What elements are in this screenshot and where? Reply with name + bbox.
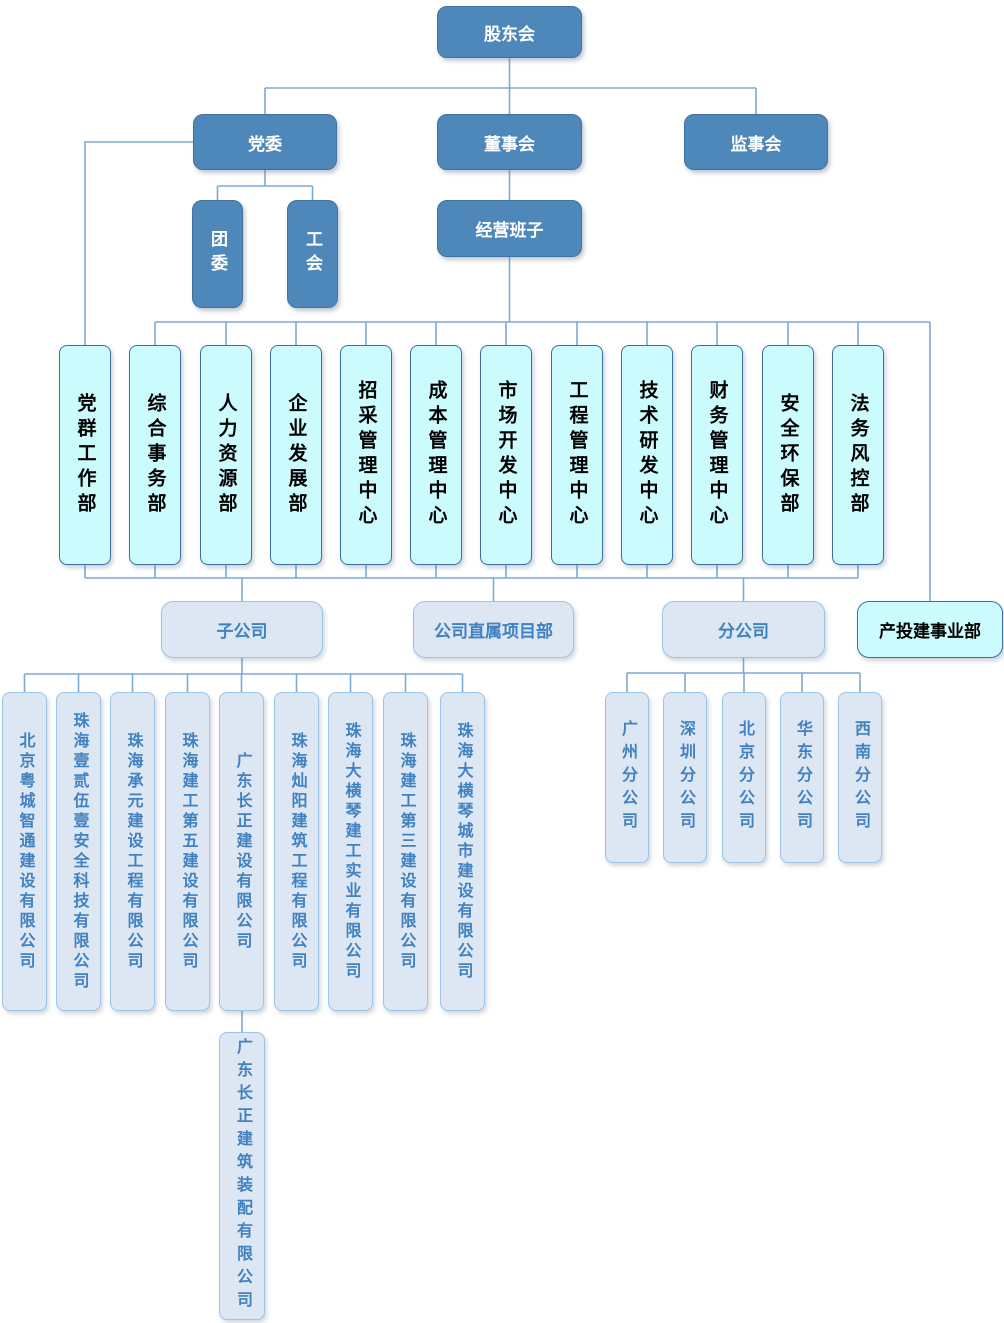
node-dept-market-development-center: 市场开发中心 <box>480 345 532 565</box>
node-party-committee-label: 党委 <box>248 134 282 154</box>
branch-label: 深圳分公司 <box>677 720 694 835</box>
node-labor-union: 工会 <box>287 200 338 308</box>
connector-branches-bus <box>627 658 860 674</box>
node-supervisory-board: 监事会 <box>684 114 828 170</box>
node-dept-enterprise-development: 企业发展部 <box>270 345 322 565</box>
node-supervisory-board-label: 监事会 <box>730 134 782 154</box>
node-sub-subsidiary-changzheng-assembly: 广东长正建筑装配有限公司 <box>219 1032 265 1320</box>
node-dept-safety-environment: 安全环保部 <box>762 345 814 565</box>
node-branch-guangzhou: 广州分公司 <box>605 692 649 863</box>
branch-label: 西南分公司 <box>852 720 869 835</box>
node-investment-construction-div-label: 产投建事业部 <box>879 622 981 641</box>
dept-label: 安全环保部 <box>777 392 799 518</box>
node-branches-group: 分公司 <box>662 601 825 658</box>
node-branch-huadong: 华东分公司 <box>780 692 824 863</box>
connector-subsidiaries-bus <box>24 658 463 675</box>
subsidiary-label: 珠海大横琴城市建设有限公司 <box>454 721 472 982</box>
node-dept-human-resources: 人力资源部 <box>200 345 252 565</box>
node-dept-legal-risk: 法务风控部 <box>832 345 884 565</box>
dept-label: 财务管理中心 <box>706 380 728 530</box>
dept-label: 招采管理中心 <box>355 380 377 530</box>
node-dept-tech-rd-center: 技术研发中心 <box>621 345 673 565</box>
branch-label: 广州分公司 <box>619 720 636 835</box>
branch-label: 北京分公司 <box>736 720 753 835</box>
connector-subsidiaries-stubs <box>23 674 464 692</box>
node-investment-construction-div: 产投建事业部 <box>857 601 1003 658</box>
node-management-team: 经营班子 <box>437 200 582 257</box>
node-shareholders-label: 股东会 <box>484 24 535 44</box>
dept-label: 工程管理中心 <box>566 380 588 530</box>
connector-party-to-dept1 <box>84 141 193 345</box>
node-direct-project-dept-label: 公司直属项目部 <box>434 622 553 641</box>
connector-branches-stubs <box>626 673 861 692</box>
connector-level2-drops <box>264 88 757 114</box>
node-dept-engineering-center: 工程管理中心 <box>551 345 603 565</box>
node-subsidiary-zhuhai-dahengqin-city: 珠海大横琴城市建设有限公司 <box>440 692 485 1011</box>
node-board-label: 董事会 <box>484 134 535 154</box>
dept-label: 市场开发中心 <box>495 380 517 530</box>
dept-label: 成本管理中心 <box>425 380 447 530</box>
node-subsidiary-zhuhai-jiangong-no3: 珠海建工第三建设有限公司 <box>383 692 428 1011</box>
subsidiary-label: 珠海建工第三建设有限公司 <box>397 731 415 972</box>
branch-label: 华东分公司 <box>794 720 811 835</box>
node-dept-finance-center: 财务管理中心 <box>691 345 743 565</box>
node-youth-league: 团委 <box>192 200 243 308</box>
node-branches-group-label: 分公司 <box>718 622 769 641</box>
subsidiary-label: 珠海承元建设工程有限公司 <box>124 731 142 972</box>
dept-label: 综合事务部 <box>144 392 166 518</box>
node-subsidiaries-group-label: 子公司 <box>216 622 268 641</box>
node-branch-xinan: 西南分公司 <box>838 692 882 863</box>
node-subsidiary-zhuhai-chengyuan: 珠海承元建设工程有限公司 <box>110 692 155 1011</box>
dept-label: 技术研发中心 <box>636 380 658 530</box>
node-subsidiary-zhuhai-12551: 珠海壹贰伍壹安全科技有限公司 <box>56 692 101 1011</box>
sub-subsidiary-label: 广东长正建筑装配有限公司 <box>234 1038 251 1314</box>
dept-label: 人力资源部 <box>215 392 237 518</box>
node-branch-beijing: 北京分公司 <box>722 692 766 863</box>
dept-label: 企业发展部 <box>285 392 307 518</box>
node-subsidiary-guangdong-changzheng: 广东长正建设有限公司 <box>219 692 264 1011</box>
subsidiary-label: 广东长正建设有限公司 <box>233 751 251 952</box>
dept-label: 党群工作部 <box>74 392 96 518</box>
subsidiary-label: 珠海建工第五建设有限公司 <box>179 731 197 972</box>
node-dept-general-affairs: 综合事务部 <box>129 345 181 565</box>
node-subsidiary-zhuhai-canyang: 珠海灿阳建筑工程有限公司 <box>274 692 319 1011</box>
node-subsidiary-beijing-yuecheng: 北京粤城智通建设有限公司 <box>2 692 47 1011</box>
connector-dept-bottom-stubs <box>84 565 859 578</box>
node-branch-shenzhen: 深圳分公司 <box>663 692 707 863</box>
node-shareholders: 股东会 <box>437 6 582 58</box>
dept-label: 法务风控部 <box>847 392 869 518</box>
subsidiary-label: 北京粤城智通建设有限公司 <box>16 731 34 972</box>
subsidiary-label: 珠海灿阳建筑工程有限公司 <box>288 731 306 972</box>
node-dept-party-masses: 党群工作部 <box>59 345 111 565</box>
subsidiary-label: 珠海壹贰伍壹安全科技有限公司 <box>70 711 88 992</box>
connector-group-drops <box>241 578 745 601</box>
connector-dept-top-stubs <box>154 322 859 345</box>
subsidiary-label: 珠海大横琴建工实业有限公司 <box>342 721 360 982</box>
node-dept-cost-center: 成本管理中心 <box>410 345 462 565</box>
node-labor-union-label: 工会 <box>303 230 322 278</box>
node-board: 董事会 <box>437 114 582 170</box>
node-management-team-label: 经营班子 <box>475 221 544 240</box>
connector-party-children <box>216 170 314 200</box>
node-subsidiary-zhuhai-jiangong-no5: 珠海建工第五建设有限公司 <box>165 692 210 1011</box>
node-party-committee: 党委 <box>193 114 337 170</box>
node-dept-procurement-center: 招采管理中心 <box>340 345 392 565</box>
node-youth-league-label: 团委 <box>208 230 227 278</box>
node-direct-project-dept: 公司直属项目部 <box>413 601 574 658</box>
node-subsidiaries-group: 子公司 <box>161 601 323 658</box>
node-subsidiary-zhuhai-dahengqin-jiangong: 珠海大横琴建工实业有限公司 <box>328 692 373 1011</box>
